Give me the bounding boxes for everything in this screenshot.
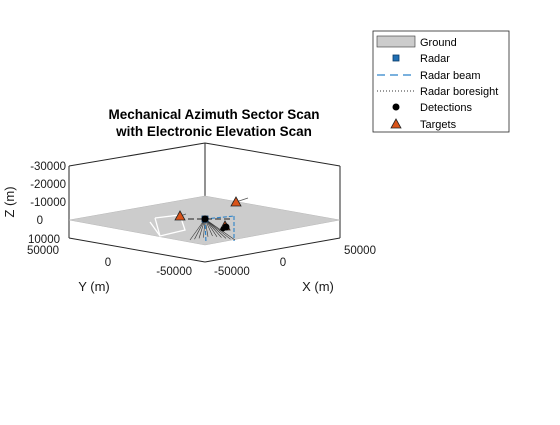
chart-title-line-2: with Electronic Elevation Scan	[115, 124, 312, 139]
legend-label-radar: Radar	[420, 53, 450, 65]
beam-ray	[189, 218, 206, 241]
y-tick-label: 50000	[27, 245, 59, 257]
detection-marker	[201, 215, 209, 223]
y-axis-label: Y (m)	[78, 279, 110, 294]
target-marker	[174, 210, 186, 221]
y-tick-label: -50000	[156, 266, 192, 278]
box-edge-back-right-top	[204, 142, 341, 167]
x-tick-label: 50000	[344, 245, 376, 257]
beam-ray	[204, 218, 231, 240]
y-tick-label: 0	[105, 257, 111, 269]
beam-outline	[149, 214, 186, 237]
beam-ray	[204, 218, 227, 239]
legend-label-ground: Ground	[420, 37, 457, 49]
axes-box	[68, 142, 341, 263]
legend-detections-swatch	[392, 103, 400, 111]
legend-ground-swatch	[376, 35, 416, 48]
z-tick-label: 0	[37, 215, 43, 227]
legend-targets-swatch	[390, 118, 402, 129]
box-edge-bottom-right	[204, 237, 341, 263]
y-axis-ticks: 50000 0 -50000	[27, 245, 192, 278]
x-tick-label: 0	[280, 257, 286, 269]
legend-radar-swatch	[392, 54, 400, 62]
legend-label-beam: Radar beam	[420, 70, 481, 82]
detection-marker	[220, 226, 226, 232]
z-tick-label: -10000	[30, 197, 66, 209]
z-tick-label: -20000	[30, 179, 66, 191]
legend: Ground Radar Radar beam Radar boresight …	[372, 30, 510, 133]
box-edge-back-top	[68, 142, 206, 167]
radar-beam	[204, 215, 235, 244]
legend-box	[372, 30, 510, 133]
x-axis-label: X (m)	[302, 279, 334, 294]
chart-title-line-1: Mechanical Azimuth Sector Scan	[108, 107, 319, 122]
x-axis-ticks: -50000 0 50000	[214, 245, 376, 278]
z-tick-label: 10000	[28, 234, 60, 246]
z-axis-ticks: -30000 -20000 -10000 0 10000	[28, 161, 66, 246]
z-axis-label: Z (m)	[2, 186, 17, 217]
legend-label-detections: Detections	[420, 102, 472, 114]
target-marker	[230, 196, 242, 207]
z-tick-label: -30000	[30, 161, 66, 173]
detections	[201, 215, 230, 232]
legend-label-targets: Targets	[420, 119, 457, 131]
box-edge-bottom-left	[68, 237, 206, 263]
x-tick-label: -50000	[214, 266, 250, 278]
legend-label-boresight: Radar boresight	[420, 86, 498, 98]
